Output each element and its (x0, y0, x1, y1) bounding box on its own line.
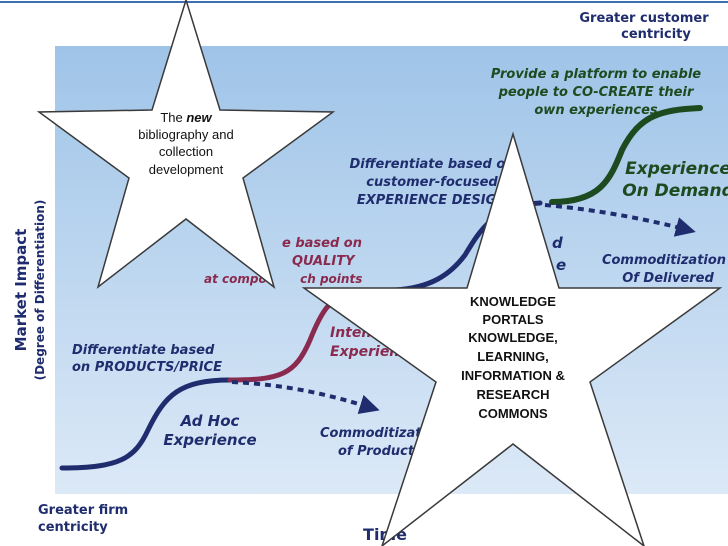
star-right-line1: KNOWLEDGE (470, 294, 556, 309)
label-commod-products-line1: Commoditization (320, 426, 444, 441)
label-platform-line1: Provide a platform to enable (491, 67, 701, 82)
star-left-emphasis: new (186, 110, 212, 125)
star-right-line5: INFORMATION & (461, 368, 565, 383)
star-right-line3: KNOWLEDGE, (468, 330, 558, 345)
star-left-shape (36, 0, 336, 289)
label-platform-line2: people to CO-CREATE their (498, 85, 695, 100)
star-left-line3: collection (159, 144, 213, 159)
star-right-line7: COMMONS (478, 406, 548, 421)
corner-top-right-line1: Greater customer (579, 11, 709, 26)
star-right-line4: LEARNING, (477, 349, 549, 364)
star-right-line6: RESEARCH (477, 387, 550, 402)
label-quality-line2: QUALITY (292, 254, 356, 269)
label-commod-delivered-line1: Commoditization (602, 253, 726, 268)
label-design-line1: Differentiate based on (349, 157, 514, 172)
label-commod-delivered-line2: Of Delivered (622, 271, 714, 286)
star-left-line1: The new (160, 110, 212, 125)
corner-bottom-left-line1: Greater firm (38, 503, 128, 518)
label-partial-line1: d (552, 234, 563, 252)
label-commod-products-line2: of Products (338, 444, 422, 459)
label-quality-line3: at compo ch points (204, 272, 362, 286)
y-axis-label: Market Impact (12, 229, 30, 352)
corner-top-right-line2: centricity (621, 27, 691, 42)
curve-commod-delivered (544, 203, 696, 237)
label-quality-line1: e based on (282, 236, 362, 251)
corner-bottom-left-line2: centricity (38, 520, 108, 535)
y-axis-sublabel: (Degree of Differentiation) (33, 200, 47, 381)
star-right-line2: PORTALS (482, 312, 543, 327)
label-adhoc-line2: Experience (163, 431, 256, 449)
label-products-line1: Differentiate based (72, 343, 215, 358)
label-partial-line2: e (556, 256, 566, 274)
curve-products (59, 377, 233, 471)
label-products-line2: on PRODUCTS/PRICE (72, 360, 222, 375)
label-on-demand-line2: On Demand (622, 181, 728, 201)
curve-on-demand (549, 105, 703, 205)
label-platform-line3: own experiences (534, 103, 658, 118)
label-design-line2: customer-focused (366, 175, 498, 190)
star-left-line2: bibliography and (138, 127, 233, 142)
label-adhoc-line1: Ad Hoc (180, 412, 240, 430)
star-right-shape (301, 131, 723, 546)
label-design-line3: EXPERIENCE DESIGN (357, 193, 507, 208)
label-on-demand-line1: Experience (625, 159, 728, 179)
star-left-line4: development (149, 162, 224, 177)
